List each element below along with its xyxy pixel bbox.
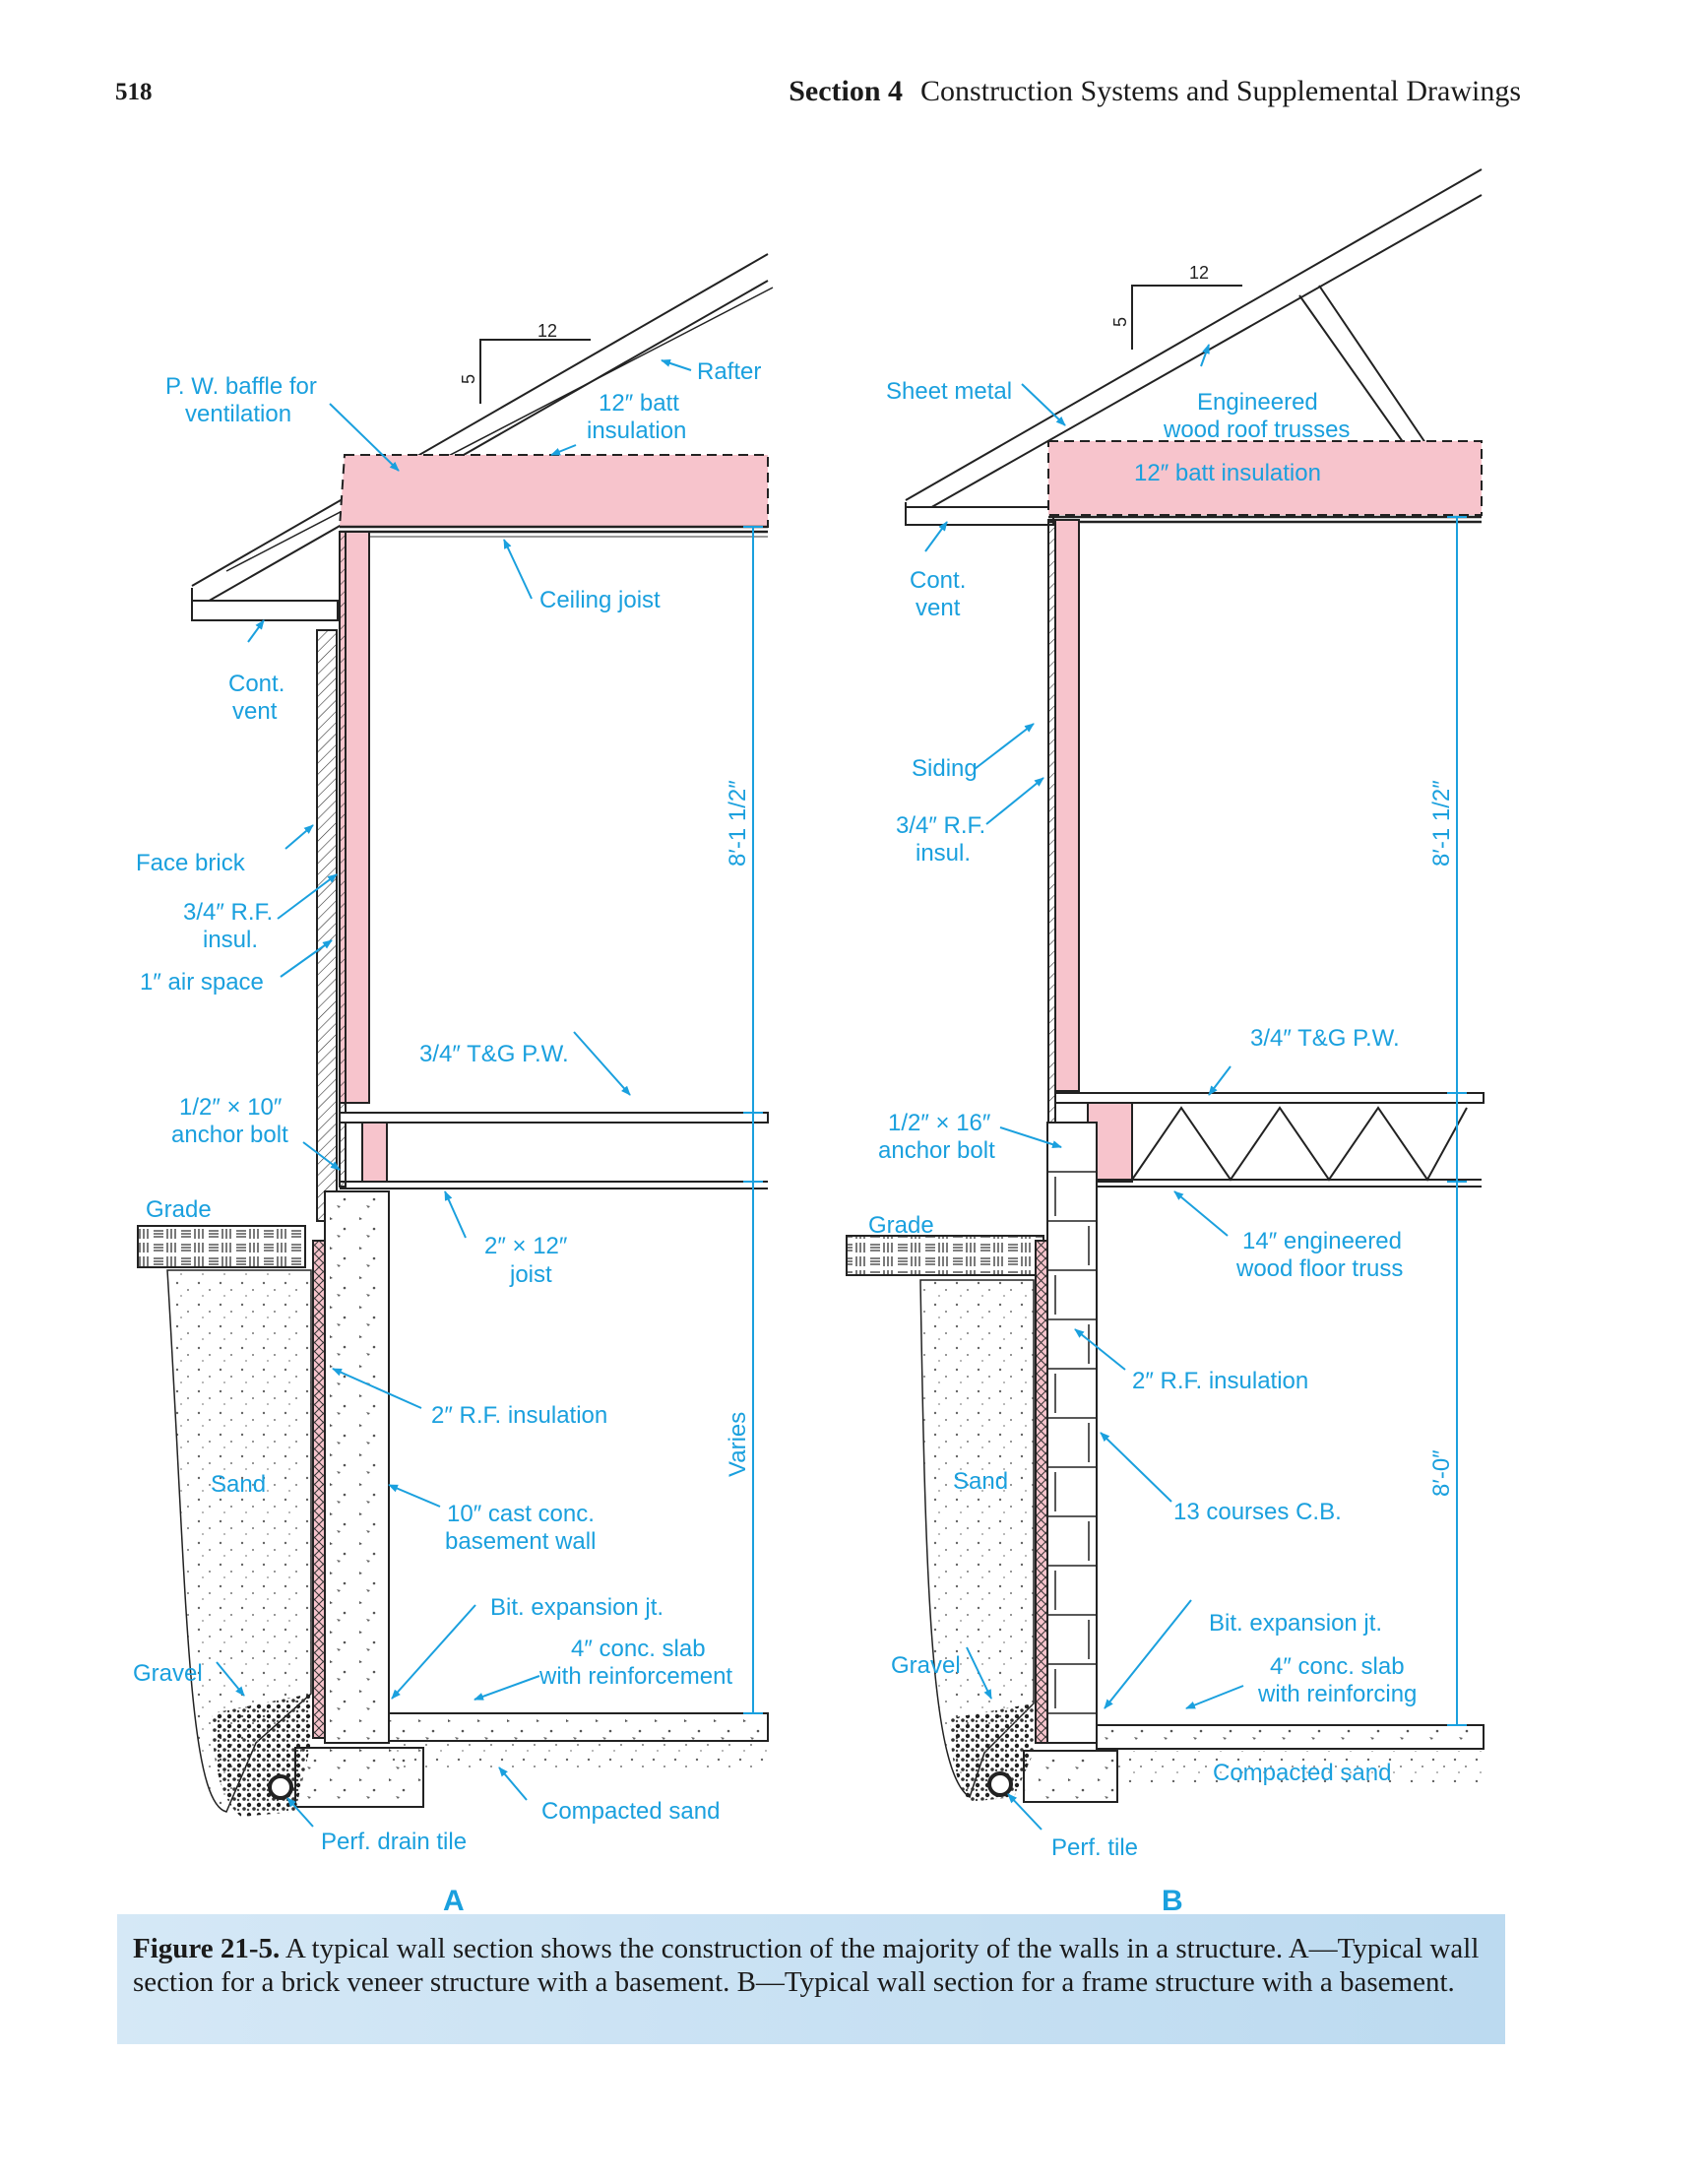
- caption-text: A typical wall section shows the constru…: [133, 1933, 1480, 1998]
- a-label-vent-2: vent: [232, 698, 278, 725]
- b-label-floor-truss-2: wood floor truss: [1235, 1255, 1403, 1282]
- running-header: Section 4 Construction Systems and Supple…: [789, 75, 1521, 108]
- panel-label-b: B: [1162, 1885, 1183, 1910]
- figure-b-labels: Sheet metal Engineered wood roof trusses…: [868, 378, 1455, 1910]
- a-label-batt-2: insulation: [587, 418, 686, 444]
- a-label-rf-2: insul.: [203, 927, 258, 953]
- b-label-grade: Grade: [868, 1212, 934, 1239]
- b-label-sheet-metal: Sheet metal: [886, 378, 1012, 405]
- a-pitch-run: 12: [537, 321, 557, 341]
- b-label-gravel: Gravel: [891, 1652, 961, 1679]
- b-label-slab-1: 4″ conc. slab: [1270, 1653, 1405, 1680]
- a-label-wall-2: basement wall: [445, 1528, 596, 1555]
- figure-a-labels: P. W. baffle for ventilation Rafter 12″ …: [133, 358, 761, 1910]
- a-label-joist-2: joist: [509, 1261, 552, 1288]
- a-label-slab-1: 4″ conc. slab: [571, 1636, 706, 1662]
- b-label-truss-1: Engineered: [1197, 389, 1318, 416]
- b-label-vent-1: Cont.: [910, 567, 966, 594]
- b-label-compacted: Compacted sand: [1213, 1760, 1391, 1786]
- a-label-gravel: Gravel: [133, 1660, 203, 1687]
- caption-figure-number: Figure 21-5.: [133, 1933, 281, 1964]
- b-label-bit: Bit. expansion jt.: [1209, 1610, 1382, 1637]
- wall-section-figure: 12 5 12 5 P. W. baffle for ventilation R…: [133, 168, 1485, 1910]
- a-label-bolt-2: anchor bolt: [171, 1122, 288, 1148]
- b-pitch-rise: 5: [1110, 317, 1130, 327]
- b-label-floor-truss-1: 14″ engineered: [1242, 1228, 1402, 1254]
- a-label-rf-1: 3/4″ R.F.: [183, 899, 273, 926]
- b-dim-upper: 8′-1 1/2″: [1428, 780, 1455, 867]
- a-label-ceiling-joist: Ceiling joist: [539, 587, 661, 613]
- b-label-batt: 12″ batt insulation: [1134, 460, 1321, 486]
- b-label-rf-2: insul.: [916, 840, 971, 867]
- a-label-rf-insulation: 2″ R.F. insulation: [431, 1402, 607, 1429]
- section-title: Construction Systems and Supplemental Dr…: [920, 75, 1521, 107]
- a-label-rafter: Rafter: [697, 358, 761, 385]
- b-label-rf-1: 3/4″ R.F.: [896, 812, 985, 839]
- a-dim-lower: Varies: [725, 1412, 751, 1477]
- b-label-slab-2: with reinforcing: [1257, 1681, 1417, 1707]
- figure-caption: Figure 21-5. A typical wall section show…: [117, 1914, 1505, 2044]
- a-dim-upper: 8′-1 1/2″: [725, 780, 751, 867]
- a-pitch-rise: 5: [459, 374, 478, 384]
- a-label-vent-1: Cont.: [228, 671, 284, 697]
- a-label-compacted: Compacted sand: [541, 1798, 720, 1825]
- b-label-bolt-2: anchor bolt: [878, 1137, 995, 1164]
- a-label-drain: Perf. drain tile: [321, 1829, 467, 1855]
- b-label-truss-2: wood roof trusses: [1163, 417, 1350, 443]
- leader-arrows: [216, 344, 1244, 1831]
- b-label-siding: Siding: [912, 755, 978, 782]
- a-label-grade: Grade: [146, 1196, 212, 1223]
- b-label-tg: 3/4″ T&G P.W.: [1250, 1025, 1400, 1052]
- b-dim-lower: 8′-0″: [1428, 1449, 1455, 1497]
- a-label-bolt-1: 1/2″ × 10″: [179, 1094, 283, 1121]
- a-label-slab-2: with reinforcement: [538, 1663, 732, 1690]
- section-label: Section 4: [789, 75, 904, 107]
- b-label-bolt-1: 1/2″ × 16″: [888, 1110, 991, 1136]
- b-pitch-run: 12: [1189, 263, 1209, 283]
- b-label-tile: Perf. tile: [1051, 1834, 1138, 1861]
- a-label-batt-1: 12″ batt: [599, 390, 679, 417]
- a-label-air-space: 1″ air space: [140, 969, 264, 996]
- panel-label-a: A: [443, 1885, 465, 1910]
- a-label-bit: Bit. expansion jt.: [490, 1594, 663, 1621]
- a-label-baffle-1: P. W. baffle for: [165, 373, 317, 400]
- figure-b-drawing: [846, 168, 1485, 1803]
- b-label-vent-2: vent: [916, 595, 961, 621]
- a-label-tg: 3/4″ T&G P.W.: [419, 1041, 569, 1067]
- a-label-joist-1: 2″ × 12″: [484, 1233, 568, 1259]
- a-label-wall-1: 10″ cast conc.: [447, 1501, 595, 1527]
- figure-a-drawing: [137, 253, 774, 1817]
- b-label-rf-insulation: 2″ R.F. insulation: [1132, 1368, 1308, 1394]
- b-label-cb: 13 courses C.B.: [1173, 1499, 1342, 1525]
- b-label-sand: Sand: [953, 1468, 1008, 1495]
- a-label-face-brick: Face brick: [136, 850, 246, 876]
- a-label-sand: Sand: [211, 1471, 266, 1498]
- page-number: 518: [115, 79, 153, 105]
- a-label-baffle-2: ventilation: [185, 401, 291, 427]
